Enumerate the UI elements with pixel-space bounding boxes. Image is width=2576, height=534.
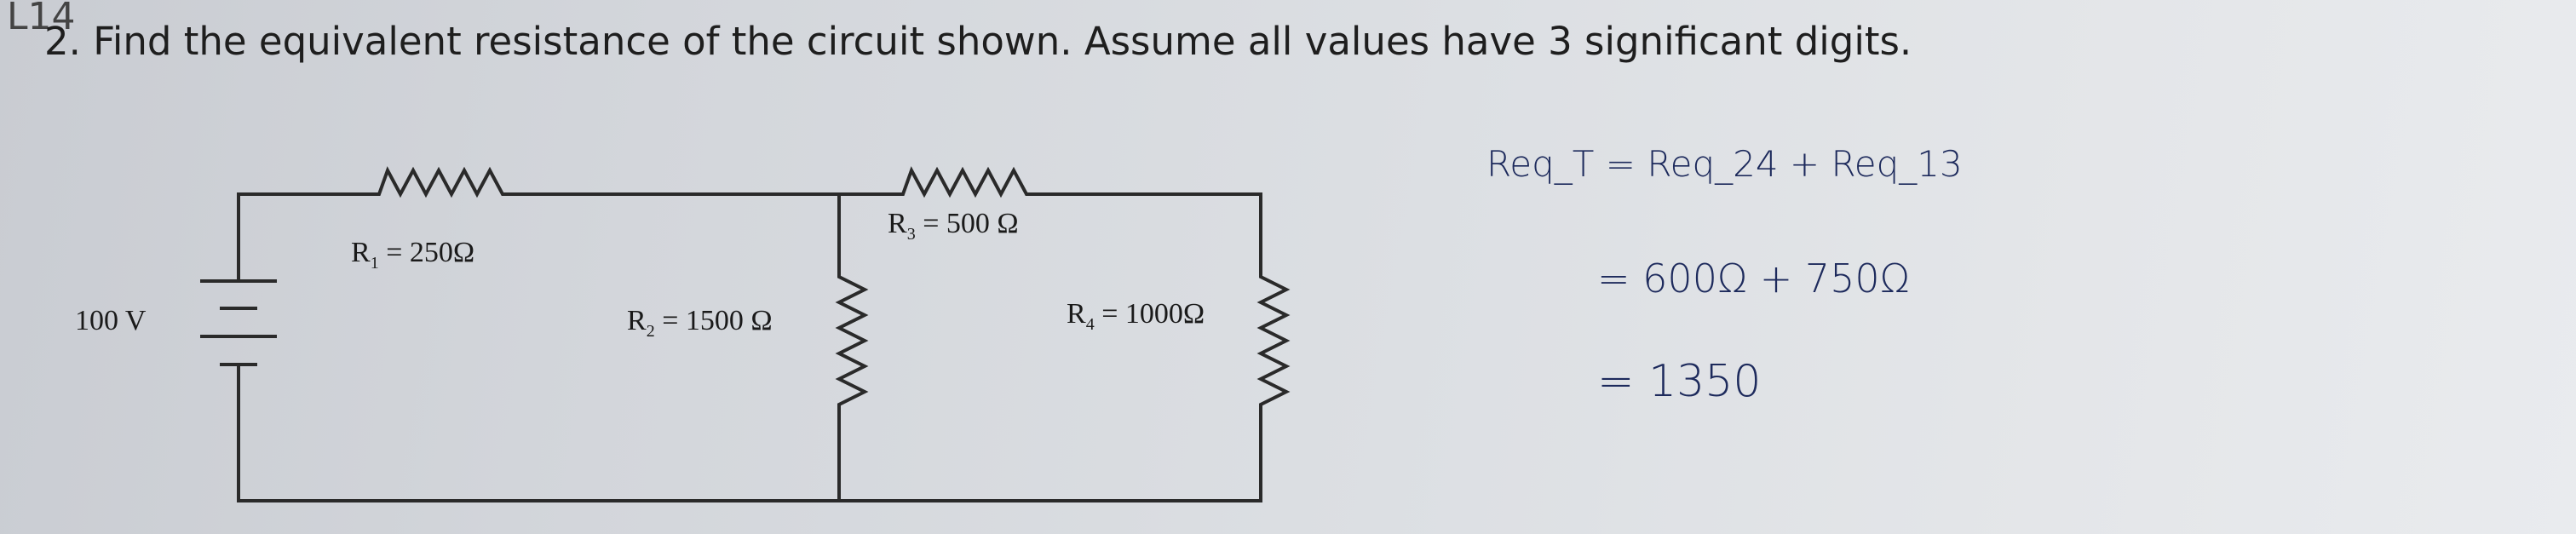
handwriting-line-3: = 1350	[1597, 356, 1762, 407]
corner-note: L14	[7, 0, 76, 38]
r4-label: R4 = 1000Ω	[1067, 298, 1205, 334]
handwriting-line-2: = 600Ω + 750Ω	[1597, 256, 1910, 301]
r2-label: R2 = 1500 Ω	[627, 305, 773, 341]
resistor-r4	[1256, 262, 1291, 419]
resistor-r1	[365, 166, 517, 198]
battery-symbol	[200, 256, 277, 375]
wire-top-mid	[514, 192, 841, 266]
source-label: 100 V	[75, 305, 147, 336]
wire-top-left	[237, 192, 368, 257]
wire-bottom	[237, 373, 1262, 502]
r3-label: R3 = 500 Ω	[888, 208, 1019, 244]
resistor-r3	[888, 166, 1041, 198]
resistor-r2	[835, 262, 869, 419]
wire-top-right-b	[1038, 192, 1262, 266]
handwriting-line-1: Req_T = Req_24 + Req_13	[1486, 143, 1963, 185]
r1-label: R1 = 250Ω	[351, 237, 475, 273]
question-text: 2. Find the equivalent resistance of the…	[44, 19, 1912, 64]
